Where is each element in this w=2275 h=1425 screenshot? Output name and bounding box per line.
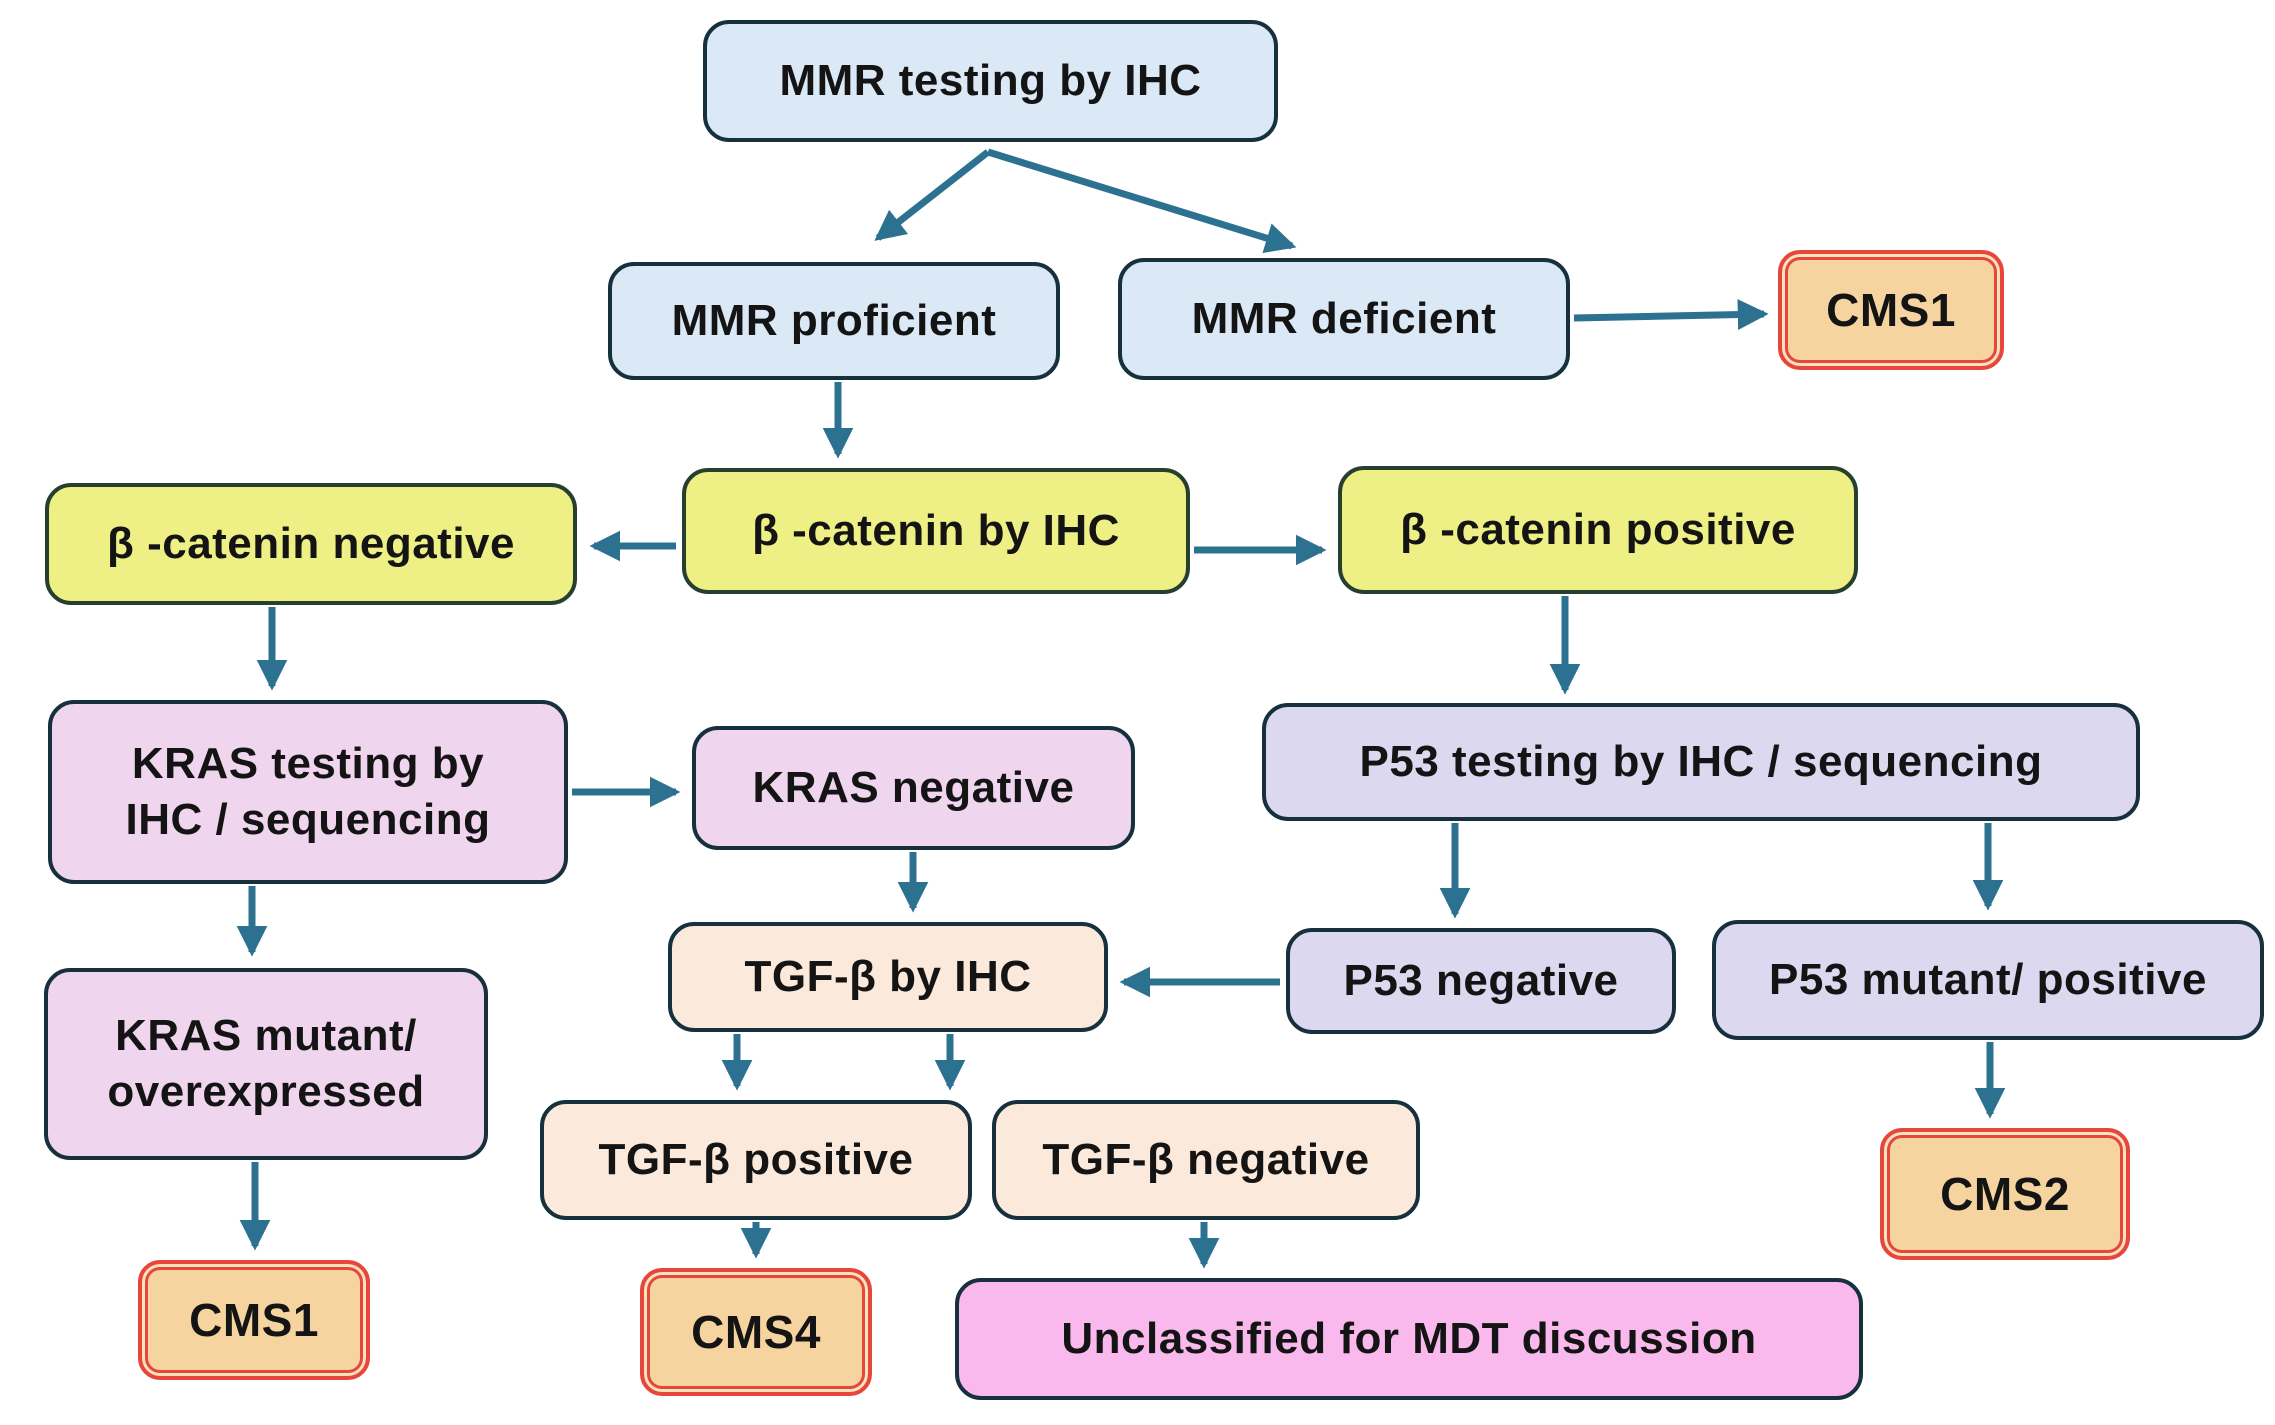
node-mmr-testing: MMR testing by IHC bbox=[703, 20, 1278, 142]
node-label-kras-testing: KRAS testing by IHC / sequencing bbox=[125, 738, 491, 844]
node-label-cms1-top: CMS1 bbox=[1826, 283, 1956, 336]
node-label-kras-negative: KRAS negative bbox=[752, 762, 1075, 812]
node-p53-mutant: P53 mutant/ positive bbox=[1712, 920, 2264, 1040]
arrow-mmr-deficient-to-cms1-top bbox=[1573, 299, 1769, 330]
node-label-bcat-positive: β -catenin positive bbox=[1400, 504, 1796, 554]
node-unclassified: Unclassified for MDT discussion bbox=[955, 1278, 1863, 1400]
node-cms2: CMS2 bbox=[1880, 1128, 2130, 1260]
node-label-kras-mutant: KRAS mutant/ overexpressed bbox=[107, 1010, 425, 1116]
node-kras-mutant: KRAS mutant/ overexpressed bbox=[44, 968, 488, 1160]
node-label-tgfb-ihc: TGF-β by IHC bbox=[744, 951, 1032, 1001]
node-cms1-bottom: CMS1 bbox=[138, 1260, 370, 1380]
node-label-tgfb-negative: TGF-β negative bbox=[1042, 1134, 1370, 1184]
node-label-p53-mutant: P53 mutant/ positive bbox=[1769, 954, 2207, 1004]
node-p53-testing: P53 testing by IHC / sequencing bbox=[1262, 703, 2140, 821]
node-label-cms2: CMS2 bbox=[1940, 1167, 2070, 1220]
node-label-bcat-negative: β -catenin negative bbox=[106, 518, 515, 568]
node-bcat-negative: β -catenin negative bbox=[45, 483, 577, 605]
node-bcat-positive: β -catenin positive bbox=[1338, 466, 1858, 594]
node-mmr-proficient: MMR proficient bbox=[608, 262, 1060, 380]
node-label-bcat-ihc: β -catenin by IHC bbox=[752, 505, 1120, 555]
arrow-mmr-testing-to-mmr-proficient bbox=[874, 149, 991, 241]
node-label-cms4: CMS4 bbox=[691, 1305, 821, 1358]
node-label-tgfb-positive: TGF-β positive bbox=[598, 1134, 914, 1184]
node-label-p53-negative: P53 negative bbox=[1343, 955, 1619, 1005]
arrow-mmr-testing-to-mmr-deficient bbox=[986, 148, 1297, 253]
node-label-mmr-deficient: MMR deficient bbox=[1191, 293, 1497, 343]
node-bcat-ihc: β -catenin by IHC bbox=[682, 468, 1190, 594]
node-tgfb-ihc: TGF-β by IHC bbox=[668, 922, 1108, 1032]
node-mmr-deficient: MMR deficient bbox=[1118, 258, 1570, 380]
node-label-mmr-testing: MMR testing by IHC bbox=[779, 55, 1202, 105]
node-label-mmr-proficient: MMR proficient bbox=[671, 295, 997, 345]
node-kras-negative: KRAS negative bbox=[692, 726, 1135, 850]
node-cms4: CMS4 bbox=[640, 1268, 872, 1396]
node-kras-testing: KRAS testing by IHC / sequencing bbox=[48, 700, 568, 884]
node-p53-negative: P53 negative bbox=[1286, 928, 1676, 1034]
node-cms1-top: CMS1 bbox=[1778, 250, 2004, 370]
node-label-p53-testing: P53 testing by IHC / sequencing bbox=[1359, 736, 2043, 786]
node-tgfb-positive: TGF-β positive bbox=[540, 1100, 972, 1220]
node-tgfb-negative: TGF-β negative bbox=[992, 1100, 1420, 1220]
node-label-unclassified: Unclassified for MDT discussion bbox=[1061, 1313, 1757, 1363]
node-label-cms1-bottom: CMS1 bbox=[189, 1293, 319, 1346]
